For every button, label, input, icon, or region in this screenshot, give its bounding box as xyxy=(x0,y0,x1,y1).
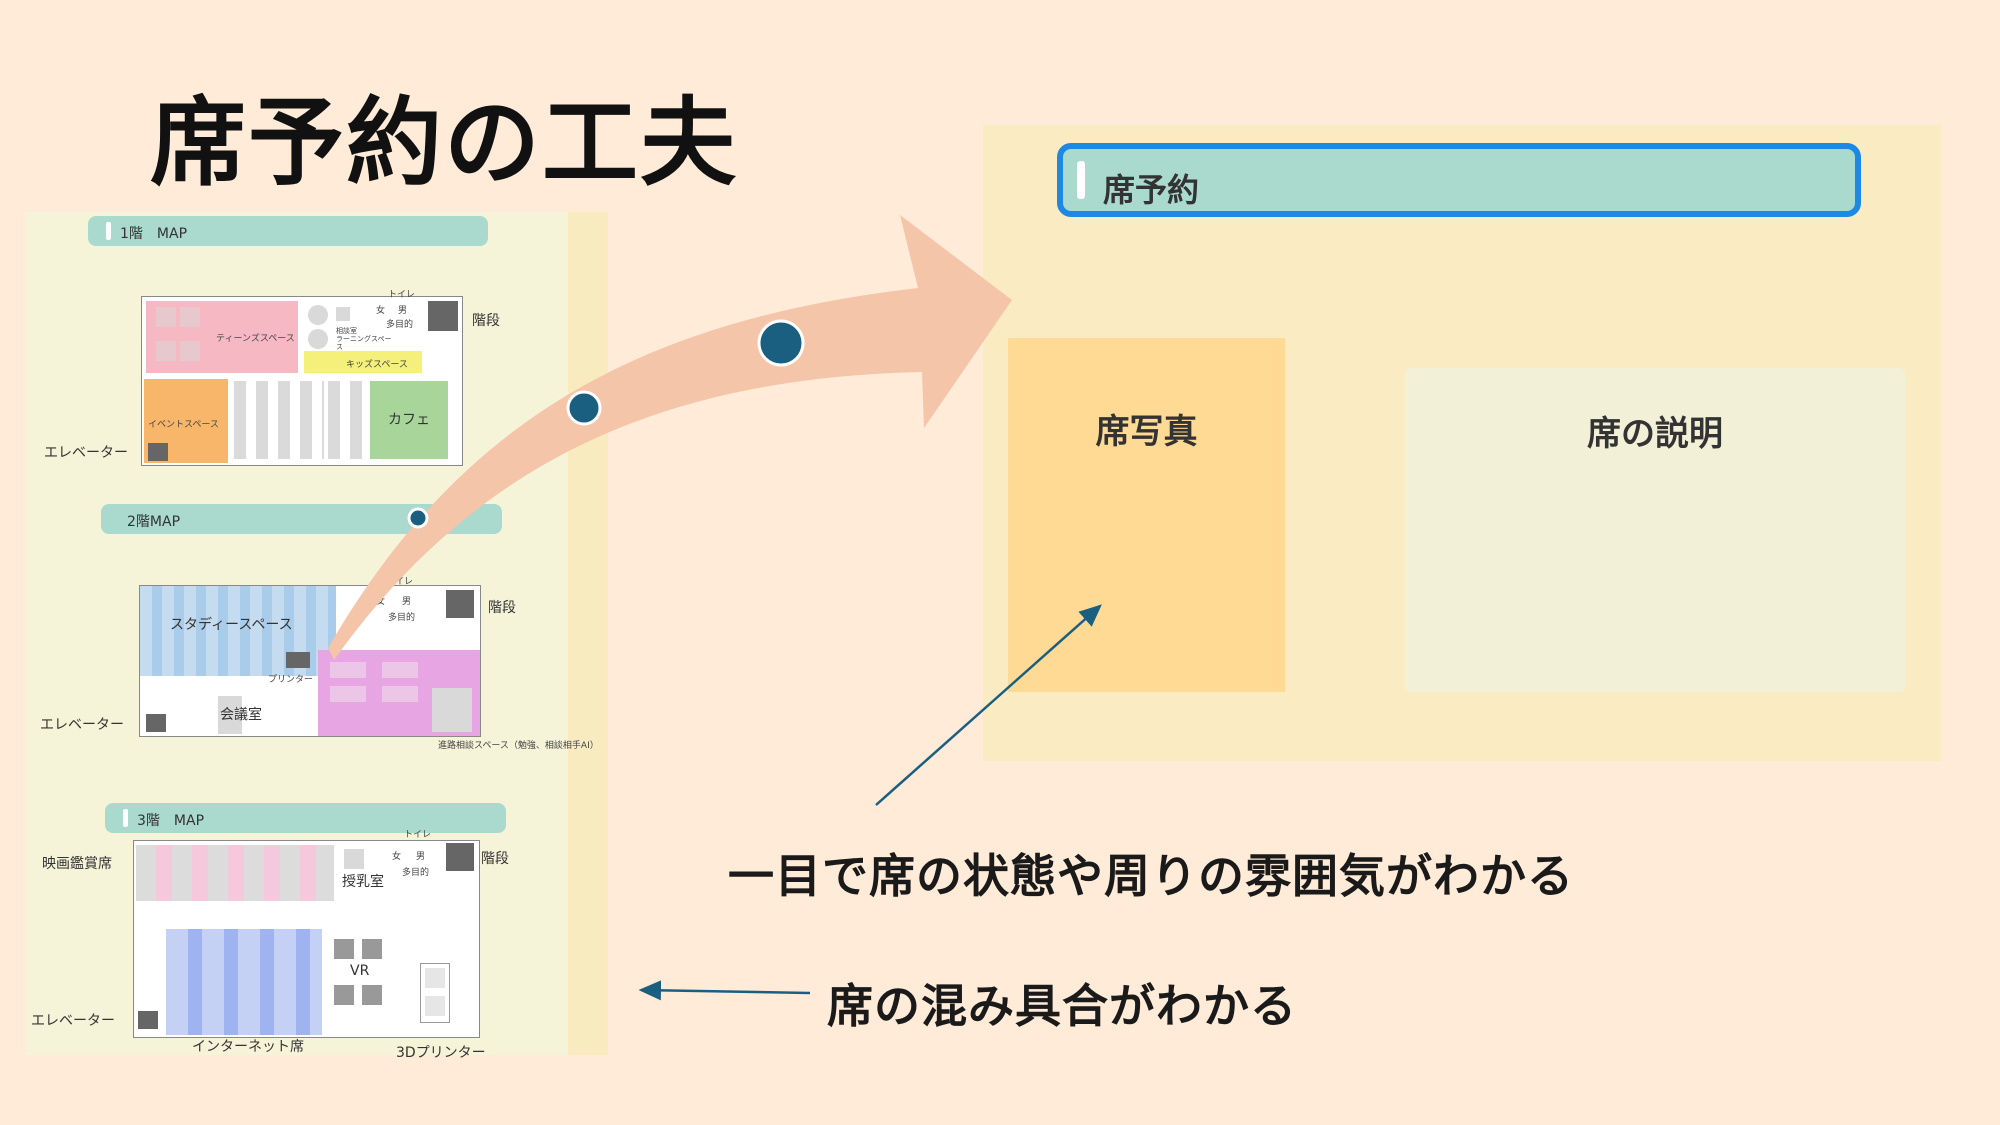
arrow-dot-small xyxy=(407,507,429,529)
teens-space[interactable]: ティーンズスペース xyxy=(146,301,298,373)
congestion-note: 席の混み具合がわかる xyxy=(827,979,1297,1033)
floor2-stairs-block xyxy=(446,590,474,618)
floor1-header: 1階 MAP xyxy=(88,216,488,246)
floor2-header-label: 2階MAP xyxy=(127,514,181,530)
floor1-stairs-label: 階段 xyxy=(472,313,500,329)
reservation-header-label: 席予約 xyxy=(1103,171,1200,209)
map-pointer-arrow xyxy=(638,980,811,1001)
floor3-man-label: 男 xyxy=(416,852,426,862)
round-table[interactable] xyxy=(308,329,328,349)
arrow-dot-medium xyxy=(566,390,602,426)
internet-seats-label: インターネット席 xyxy=(192,1039,304,1055)
seat-grid[interactable] xyxy=(328,381,364,459)
arrow-dot-large xyxy=(757,319,805,367)
movie-seats-label: 映画鑑賞席 xyxy=(42,856,112,872)
meeting-room-label: 会議室 xyxy=(220,707,262,723)
care-space-label: 進路相談スペース（勉強、相談相手AI） xyxy=(438,741,599,751)
teens-space-label: ティーンズスペース xyxy=(216,334,295,344)
floor2-toilet-label: トイレ xyxy=(386,577,414,587)
seat-description-box[interactable]: 席の説明 xyxy=(1405,368,1905,692)
floor1-man-label: 男 xyxy=(398,306,408,316)
cafe-label: カフェ xyxy=(388,412,430,428)
floor3-stairs-label: 階段 xyxy=(481,851,509,867)
floor2-elevator-label: エレベーター xyxy=(40,717,124,733)
atmosphere-note: 一目で席の状態や周りの雰囲気がわかる xyxy=(728,849,1574,903)
kids-space-label: キッズスペース xyxy=(346,360,408,370)
seat-grid[interactable] xyxy=(234,381,324,459)
floor1-multi-label: 多目的 xyxy=(386,320,414,330)
round-table[interactable] xyxy=(308,305,328,325)
event-space-label: イベントスペース xyxy=(148,420,219,430)
internet-seats-zone[interactable] xyxy=(166,929,322,1035)
nursing-room-label: 授乳室 xyxy=(342,874,384,890)
reservation-header-bar[interactable]: 席予約 xyxy=(1057,143,1861,217)
floor1-elevator-block xyxy=(148,443,168,461)
floor3-woman-label: 女 xyxy=(392,852,402,862)
floor3-map: 授乳室 トイレ 女 男 多目的 VR xyxy=(133,830,480,1038)
printer-label: プリンター xyxy=(268,675,314,685)
3d-printer-zone[interactable] xyxy=(420,963,450,1023)
floor3-header-marker xyxy=(123,809,128,827)
seat-photo-box[interactable]: 席写真 xyxy=(1008,338,1285,692)
floor3-header-label: 3階 MAP xyxy=(137,813,205,829)
floor2-map: スタディースペース プリンター トイレ 女 男 多目的 会議室 xyxy=(139,577,481,737)
3d-printer-label: 3Dプリンター xyxy=(396,1045,486,1061)
floor1-toilet-label: トイレ xyxy=(388,290,416,300)
floor1-stairs-block xyxy=(428,301,458,331)
header-bar-marker xyxy=(1077,161,1085,199)
floor2-woman-label: 女 xyxy=(376,597,386,607)
photo-pointer-arrow xyxy=(875,604,1102,806)
floor3-multi-label: 多目的 xyxy=(402,868,430,878)
floor2-elevator-block xyxy=(146,714,166,732)
kids-space[interactable]: キッズスペース xyxy=(304,351,422,373)
floor2-multi-label: 多目的 xyxy=(388,613,416,623)
floor2-man-label: 男 xyxy=(402,597,412,607)
page-title: 席予約の工夫 xyxy=(150,87,738,199)
floor3-elevator-block xyxy=(138,1011,158,1029)
floor1-elevator-label: エレベーター xyxy=(44,445,128,461)
floor1-header-marker xyxy=(106,222,111,240)
floor3-stairs-block xyxy=(446,843,474,871)
vr-label: VR xyxy=(350,963,370,979)
big-curved-arrow xyxy=(328,215,1012,660)
floor1-map: ティーンズスペース 相談室 ラーニングスペース プレイヤースペース トイレ 女 … xyxy=(141,290,463,466)
printer-block xyxy=(286,652,310,668)
floor1-woman-label: 女 xyxy=(376,306,386,316)
cafe[interactable]: カフェ xyxy=(370,381,448,459)
study-space-label: スタディースペース xyxy=(170,617,293,633)
floor1-header-label: 1階 MAP xyxy=(120,226,188,242)
floor3-elevator-label: エレベーター xyxy=(31,1013,115,1029)
seat-description-label: 席の説明 xyxy=(1587,414,1723,454)
seat-photo-label: 席写真 xyxy=(1095,412,1198,452)
movie-seats[interactable] xyxy=(136,845,334,901)
floor-map-side-strip xyxy=(568,212,608,1055)
floor3-toilet-label: トイレ xyxy=(404,830,432,840)
floor2-stairs-label: 階段 xyxy=(488,600,516,616)
care-space-zone[interactable] xyxy=(318,650,480,736)
floor3-header: 3階 MAP xyxy=(105,803,506,833)
